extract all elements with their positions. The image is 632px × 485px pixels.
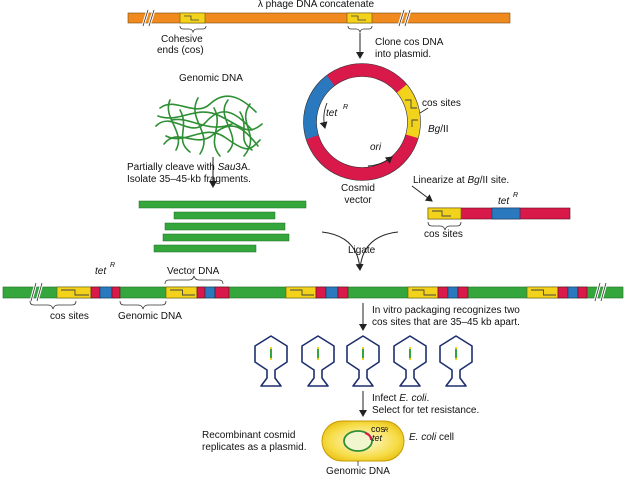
tet-linear-label: tet	[498, 196, 510, 207]
lambda-dna-label: λ phage DNA concatenate	[257, 0, 375, 10]
break-mark	[594, 282, 607, 302]
tet-ring-label: tet	[326, 108, 338, 119]
ligate-label: Ligate	[348, 245, 376, 256]
recombinant-label-1: Recombinant cosmid	[202, 430, 296, 441]
tet-cell-superscript: R	[384, 428, 389, 434]
linearized-vector	[427, 207, 571, 231]
fragment	[173, 211, 276, 220]
partial-cleave-label-2: Isolate 35–45-kb fragments.	[127, 174, 251, 185]
genomic-dna-tangle	[155, 95, 263, 157]
arrow-linearize	[411, 185, 433, 202]
vector-segment	[90, 286, 101, 299]
vector-dna-label: Vector DNA	[167, 266, 220, 277]
tet-ring-superscript: R	[343, 104, 349, 111]
phage-particle	[439, 335, 473, 387]
tet-segment	[99, 286, 113, 299]
vector-segment	[111, 286, 121, 299]
cohesive-label-1: Cohesive	[161, 34, 203, 45]
packaging-label-1: In vitro packaging recognizes two	[372, 305, 520, 316]
packaged-phages	[254, 335, 473, 387]
cos-site-segment	[526, 286, 559, 299]
linearize-label: Linearize at Bg/II site.	[413, 175, 510, 186]
vector-segment	[337, 286, 349, 299]
cos-site-segment	[56, 286, 92, 299]
cos-cell-label: cos	[371, 424, 386, 434]
fragment	[162, 233, 290, 242]
ecoli-cell-label: E. coli cell	[409, 432, 455, 443]
select-label: Select for tet resistance.	[372, 405, 480, 416]
vector-segment	[457, 286, 469, 299]
genomic-dna-cell-label: Genomic DNA	[326, 466, 390, 477]
fragment	[153, 244, 257, 253]
long-brackets	[29, 275, 224, 310]
cohesive-label-2: ends (cos)	[157, 45, 204, 56]
cosmid-vector-ring	[303, 63, 429, 181]
tet-segment	[567, 286, 579, 299]
cos-overhang	[170, 289, 195, 296]
recombinant-label-2: replicates as a plasmid.	[202, 442, 307, 453]
cos-sites-ring-label: cos sites	[422, 98, 461, 109]
ori-label: ori	[370, 142, 382, 153]
phage-particle	[254, 335, 288, 387]
vector-segment	[214, 286, 230, 299]
phage-particle	[346, 335, 380, 387]
genomic-dna-bottom-label: Genomic DNA	[118, 311, 182, 322]
tet-linear-superscript: R	[513, 192, 519, 199]
infect-label: Infect E. coli.	[372, 393, 430, 404]
cos-overhang	[61, 289, 89, 296]
packaging-label-2: cos sites that are 35–45 kb apart.	[372, 317, 520, 328]
genomic-dna-label: Genomic DNA	[179, 73, 243, 84]
tet-cell-label: tet	[372, 433, 383, 443]
vector-segment	[577, 286, 588, 299]
phage-particle	[301, 335, 335, 387]
vector-segment	[315, 286, 327, 299]
cos-overhang	[531, 289, 556, 296]
clone-label-1: Clone cos DNA	[375, 37, 444, 48]
ligate-arrows	[321, 231, 399, 271]
tet-segment	[325, 286, 339, 299]
cos-site-segment	[407, 286, 439, 299]
cos-sites-linear-label: cos sites	[424, 229, 463, 240]
break-mark	[30, 282, 43, 302]
fragment	[138, 200, 307, 209]
recombinant-cosmid	[343, 430, 373, 452]
cos-sites-bottom-label: cos sites	[50, 311, 89, 322]
phage-particle	[393, 335, 427, 387]
clone-label-2: into plasmid.	[375, 49, 432, 60]
fragment	[164, 222, 286, 231]
vector-segment	[557, 286, 569, 299]
vector-label: vector	[344, 195, 372, 206]
cosmid-label: Cosmid	[341, 183, 375, 194]
tet-long-label: tet	[95, 266, 107, 277]
cos-overhang	[290, 289, 314, 296]
vector-segment	[437, 286, 449, 299]
bglii-ring-label: Bg/II	[428, 124, 449, 135]
tet-segment	[447, 286, 459, 299]
ligated-concatemer	[2, 282, 624, 302]
cos-site-segment	[285, 286, 317, 299]
partial-cleave-label-1: Partially cleave with Sau3A.	[127, 162, 251, 173]
cos-site-segment	[165, 286, 198, 299]
ecoli-cell	[321, 420, 405, 466]
vector-segment	[196, 286, 206, 299]
tet-long-superscript: R	[110, 262, 116, 269]
genomic-fragments	[138, 200, 307, 253]
tet-segment	[204, 286, 216, 299]
cos-site	[346, 12, 373, 24]
cos-overhang	[412, 289, 436, 296]
cos-site	[179, 12, 206, 24]
lambda-concatenate	[127, 9, 511, 34]
